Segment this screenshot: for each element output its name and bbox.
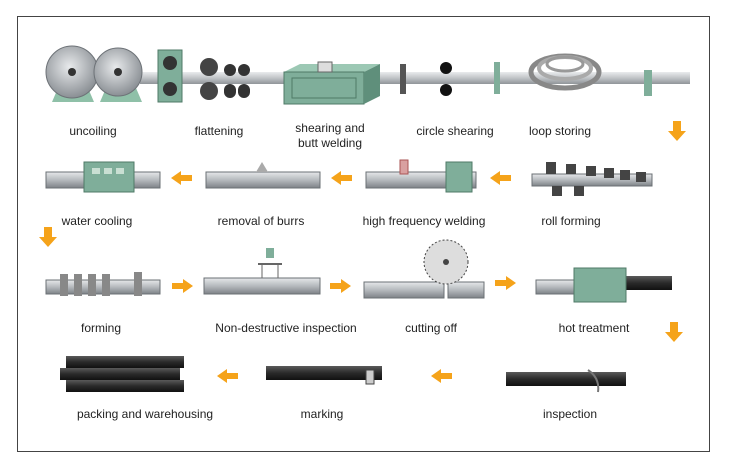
hf-welding-pipe <box>365 159 477 193</box>
arrow-left-4 <box>431 369 452 383</box>
label-loop-storing: loop storing <box>528 124 592 138</box>
arrow-right-3 <box>495 276 516 290</box>
circle-shearing-blades <box>400 62 500 96</box>
packed-pipes <box>60 356 184 392</box>
shearing-welding-machine <box>283 61 380 105</box>
deburring-pipe <box>205 162 321 189</box>
label-shearing-welding-line1: shearing and <box>295 121 365 135</box>
diagram-frame <box>17 16 710 452</box>
label-hf-welding: high frequency welding <box>362 214 486 228</box>
flattening-rollers <box>157 49 250 103</box>
water-cooling-pipe <box>45 161 161 193</box>
marked-pipe <box>266 366 382 385</box>
label-ndi: Non-destructive inspection <box>215 321 357 335</box>
label-marking: marking <box>300 407 344 421</box>
cutting-saw-pipe <box>363 239 485 299</box>
roll-forming-stand <box>531 162 653 196</box>
arrow-down-1 <box>668 121 686 141</box>
arrow-right-2 <box>330 279 351 293</box>
flow-arrows <box>39 121 686 383</box>
label-uncoiling: uncoiling <box>69 124 117 138</box>
label-forming: forming <box>80 321 122 335</box>
strip-guide <box>644 70 652 96</box>
arrow-left-1 <box>490 171 511 185</box>
loop-storing-drum <box>528 53 602 91</box>
label-circle-shearing: circle shearing <box>416 124 494 138</box>
arrow-right-1 <box>172 279 193 293</box>
steel-strip-row1 <box>140 72 690 84</box>
label-inspection: inspection <box>542 407 598 421</box>
label-water-cooling: water cooling <box>61 214 133 228</box>
inspected-pipe <box>506 369 626 393</box>
arrow-down-3 <box>665 322 683 342</box>
label-hot-treatment: hot treatment <box>558 321 630 335</box>
arrow-left-3 <box>171 171 192 185</box>
uncoiling-coils <box>45 45 143 102</box>
arrow-left-5 <box>217 369 238 383</box>
ndi-pipe <box>203 248 321 295</box>
label-cutting-off: cutting off <box>405 321 457 335</box>
label-packing: packing and warehousing <box>76 407 214 421</box>
arrow-down-2 <box>39 227 57 247</box>
label-flattening: flattening <box>194 124 244 138</box>
hot-treatment-furnace <box>535 267 672 303</box>
forming-stand-pipe <box>45 272 161 296</box>
arrow-left-2 <box>331 171 352 185</box>
label-roll-forming: roll forming <box>541 214 601 228</box>
label-removal-of-burrs: removal of burrs <box>217 214 305 228</box>
label-shearing-welding-line2: butt welding <box>297 136 363 150</box>
